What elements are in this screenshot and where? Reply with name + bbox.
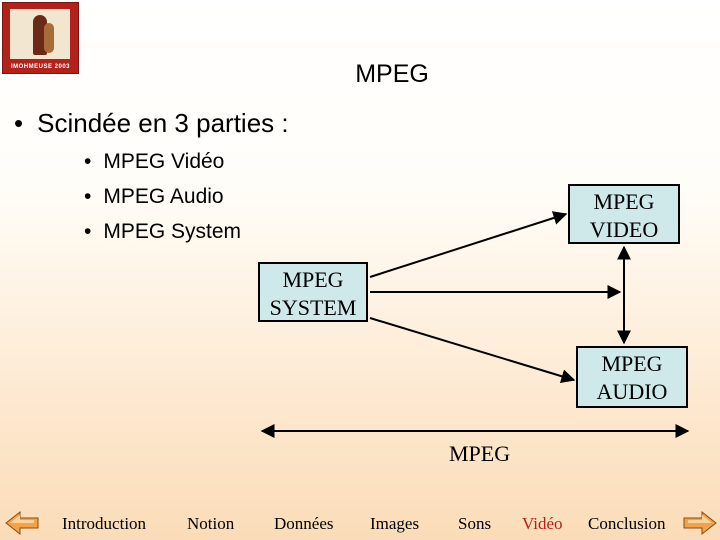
span-label: MPEG xyxy=(449,441,511,466)
logo-caption: IMOHMEUSE 2003 xyxy=(10,64,71,70)
nav-item-notion[interactable]: Notion xyxy=(187,514,235,533)
nav-item-images[interactable]: Images xyxy=(370,514,420,533)
arrow-left-icon[interactable] xyxy=(4,510,40,536)
nav-item-conclusion[interactable]: Conclusion xyxy=(588,514,666,533)
logo-image xyxy=(10,9,70,59)
box-mpeg-system: MPEG SYSTEM xyxy=(258,262,368,322)
nav-item-sons[interactable]: Sons xyxy=(458,514,492,533)
nav-item-introduction[interactable]: Introduction xyxy=(62,514,147,533)
sub-bullet-text: MPEG Vidéo xyxy=(103,150,225,173)
main-bullet-text: Scindée en 3 parties : xyxy=(37,108,289,138)
nav-item-donnees[interactable]: Données xyxy=(274,514,334,533)
main-bullet: • Scindée en 3 parties : xyxy=(14,108,289,139)
box-mpeg-audio: MPEG AUDIO xyxy=(576,346,688,408)
sub-bullet-text: MPEG Audio xyxy=(103,185,224,208)
logo: IMOHMEUSE 2003 xyxy=(2,2,79,74)
bullet-dot: • xyxy=(14,108,24,138)
sub-bullet-text: MPEG System xyxy=(103,220,242,243)
sub-bullet: •MPEG Vidéo xyxy=(84,150,225,173)
nav-item-video[interactable]: Vidéo xyxy=(522,514,563,533)
sub-bullet: •MPEG System xyxy=(84,220,242,243)
box-mpeg-video: MPEG VIDEO xyxy=(568,184,680,244)
sub-bullet: •MPEG Audio xyxy=(84,185,224,208)
arrow-right-icon[interactable] xyxy=(682,510,718,536)
bottom-navigation: Introduction Notion Données Images Sons … xyxy=(0,506,720,540)
arrow-system-to-audio xyxy=(369,317,576,384)
slide-title: MPEG xyxy=(355,60,429,88)
arrow-system-to-video xyxy=(369,211,568,278)
